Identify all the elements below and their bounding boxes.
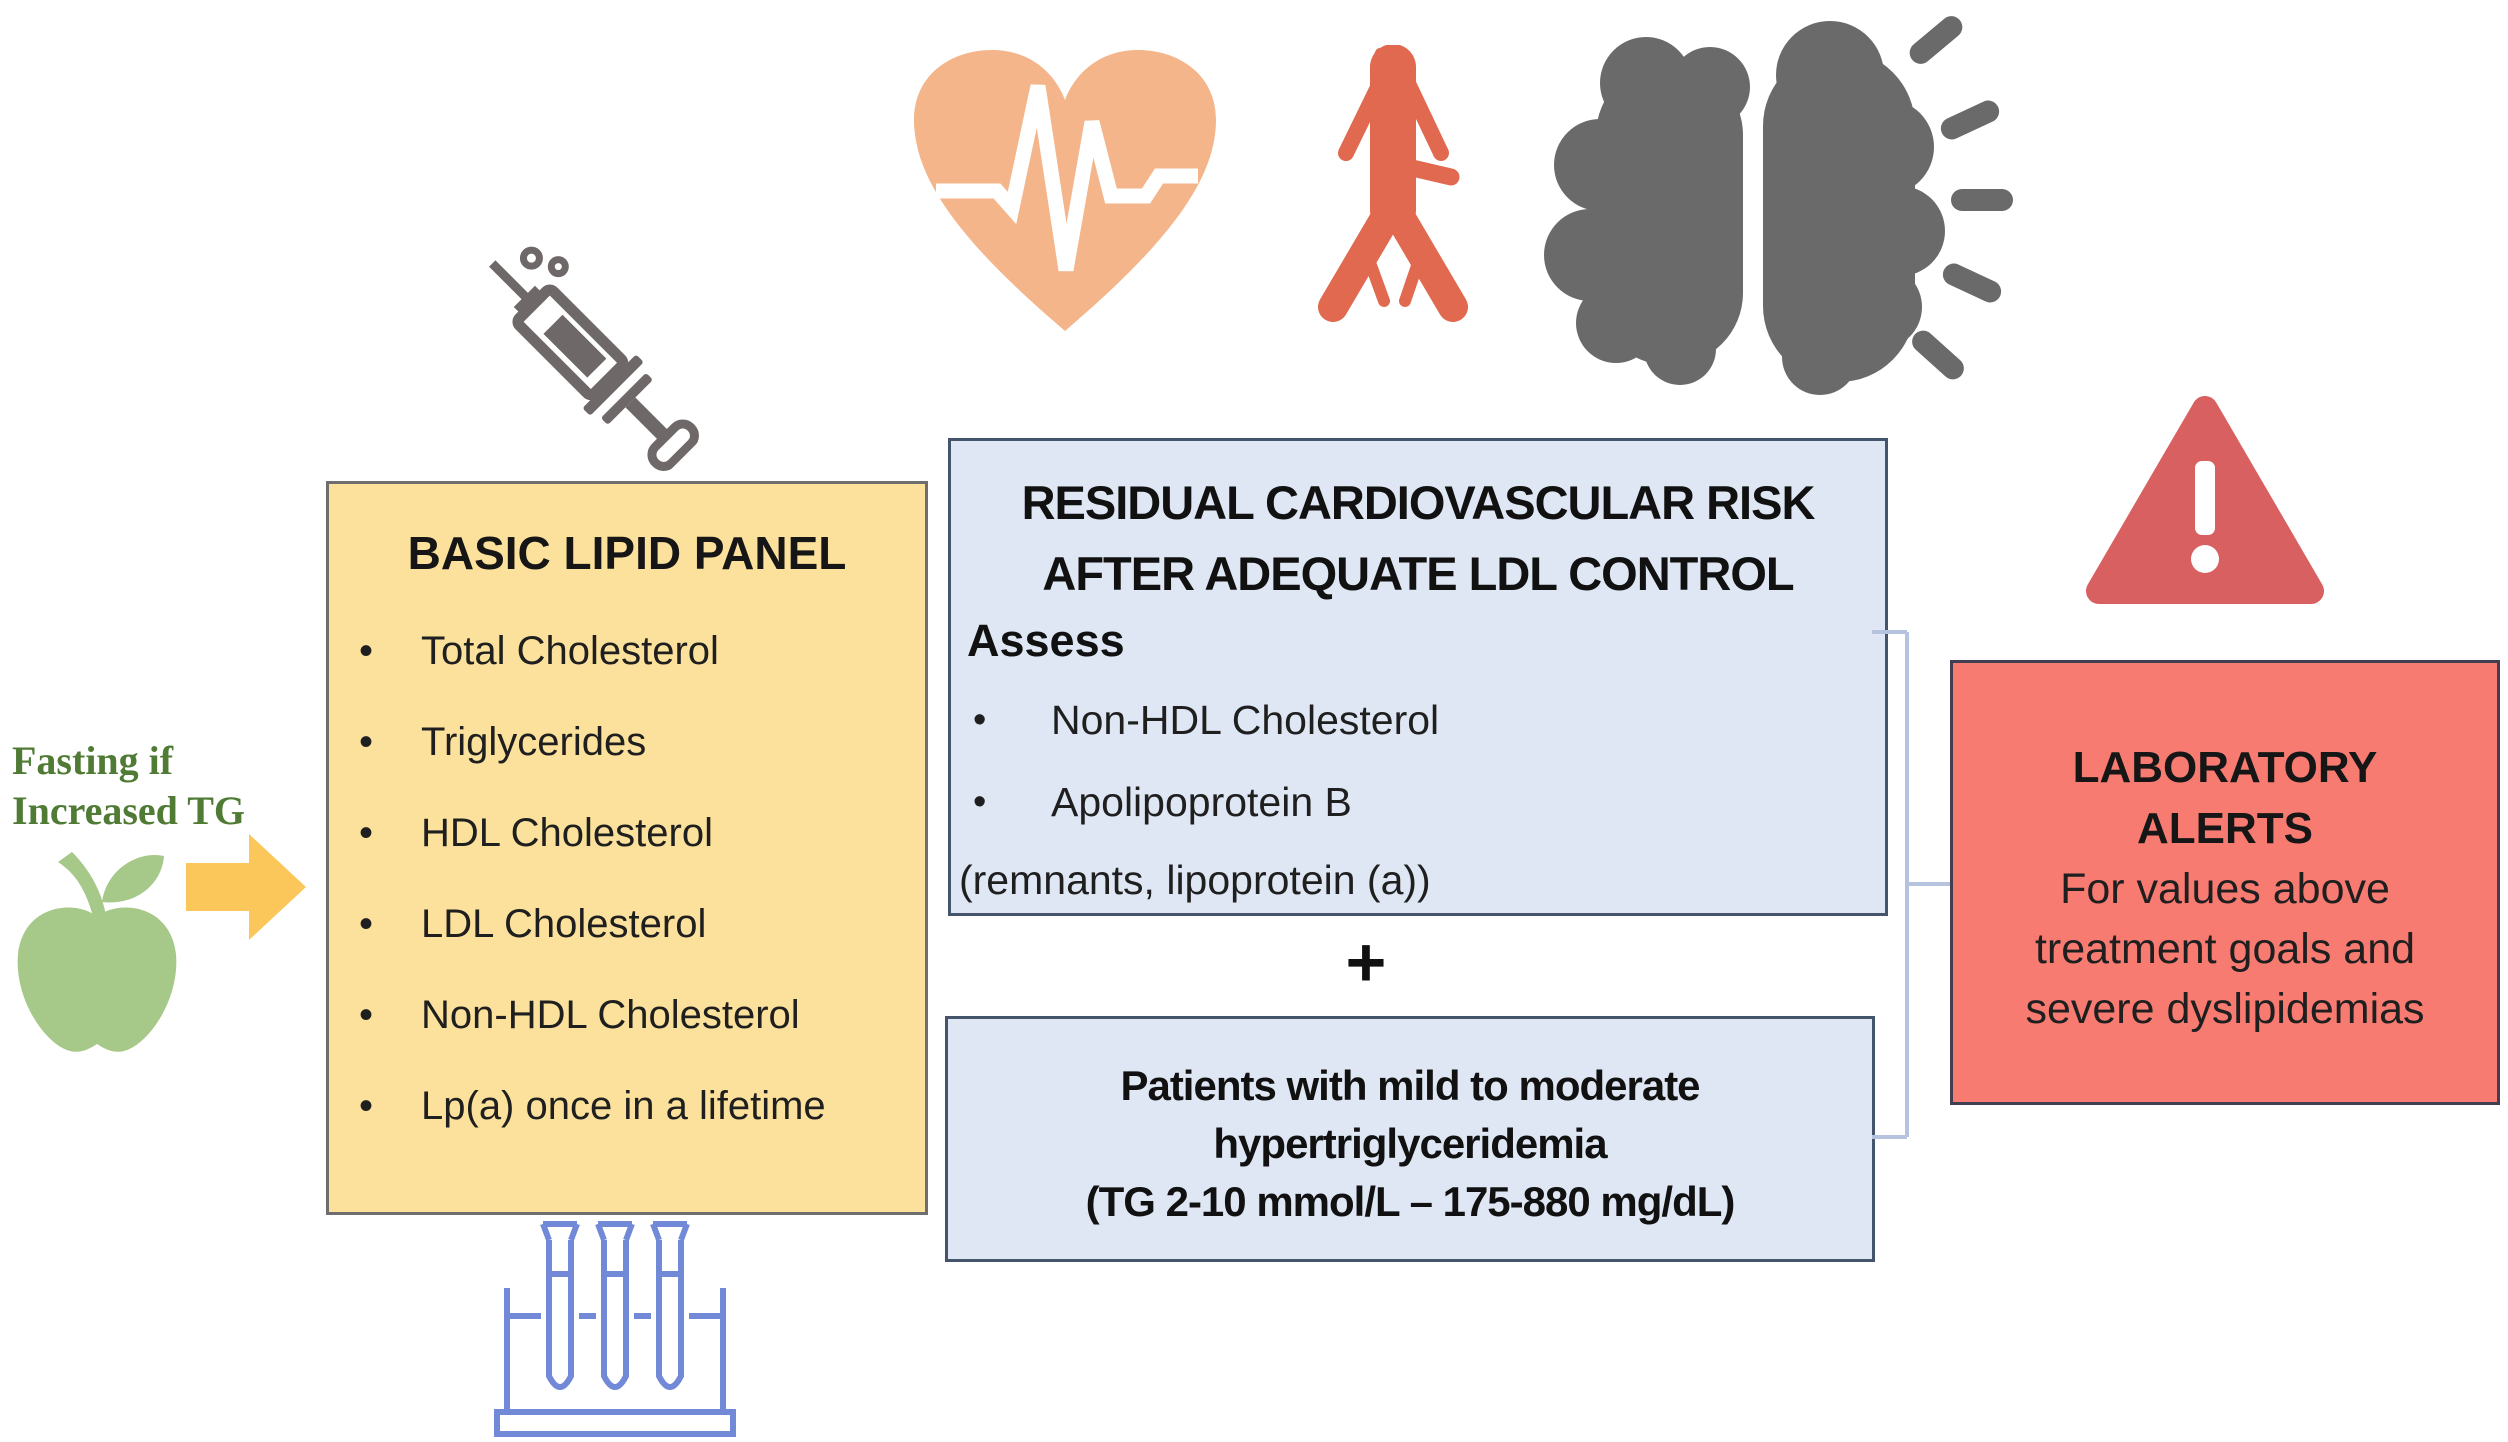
fasting-note-line2: Increased TG: [12, 788, 245, 833]
fasting-note: Fasting if Increased TG: [12, 736, 312, 836]
warning-triangle-icon: [2086, 396, 2324, 604]
residual-risk-box: RESIDUAL CARDIOVASCULAR RISK AFTER ADEQU…: [948, 438, 1888, 916]
grouping-bracket: [1872, 630, 1950, 1139]
list-item: Apolipoprotein B: [951, 761, 1885, 843]
alerts-title-line2: ALERTS: [2137, 804, 2313, 853]
list-item: Non-HDL Cholesterol: [951, 679, 1885, 761]
alerts-title-line1: LABORATORY: [2072, 743, 2378, 792]
fasting-note-line1: Fasting if: [12, 738, 174, 783]
list-item: HDL Cholesterol: [329, 788, 925, 879]
patients-box-line1: Patients with mild to moderate: [1120, 1062, 1700, 1109]
heart-ekg-icon: [914, 50, 1216, 331]
laboratory-alerts-box: LABORATORY ALERTS For values above treat…: [1950, 660, 2500, 1105]
basic-lipid-panel-title: BASIC LIPID PANEL: [407, 527, 847, 579]
residual-risk-title-line1: RESIDUAL CARDIOVASCULAR RISK: [1021, 476, 1816, 529]
list-item: Triglycerides: [329, 697, 925, 788]
alerts-body-line2: treatment goals and: [2034, 925, 2416, 973]
residual-risk-list: Non-HDL Cholesterol Apolipoprotein B: [951, 679, 1885, 843]
apple-icon: [17, 852, 177, 1052]
residual-risk-subtitle: Assess: [967, 615, 1125, 666]
syringe-icon: [489, 246, 699, 471]
alerts-body-line3: severe dyslipidemias: [2025, 985, 2425, 1033]
basic-lipid-panel-list: Total Cholesterol Triglycerides HDL Chol…: [329, 606, 925, 1152]
list-item: Total Cholesterol: [329, 606, 925, 697]
patients-box: Patients with mild to moderate hypertrig…: [945, 1016, 1875, 1262]
artery-icon: [1318, 45, 1468, 322]
list-item: Non-HDL Cholesterol: [329, 970, 925, 1061]
basic-lipid-panel-box: BASIC LIPID PANEL Total Cholesterol Trig…: [326, 481, 928, 1215]
residual-risk-title-line2: AFTER ADEQUATE LDL CONTROL: [1042, 547, 1794, 600]
alerts-body-line1: For values above: [2060, 865, 2390, 913]
patients-box-line2: hypertriglyceridemia: [1213, 1120, 1607, 1167]
list-item: LDL Cholesterol: [329, 879, 925, 970]
list-item: Lp(a) once in a lifetime: [329, 1061, 925, 1152]
residual-risk-note: (remnants, lipoprotein (a)): [959, 857, 1431, 903]
brain-stroke-icon: [1544, 16, 2013, 395]
arrow-right-icon: [186, 834, 306, 940]
plus-sign: +: [1345, 923, 1387, 1001]
patients-box-line3: (TG 2-10 mmol/L – 175-880 mg/dL): [1085, 1178, 1736, 1225]
test-tube-rack-icon: [494, 1221, 736, 1437]
